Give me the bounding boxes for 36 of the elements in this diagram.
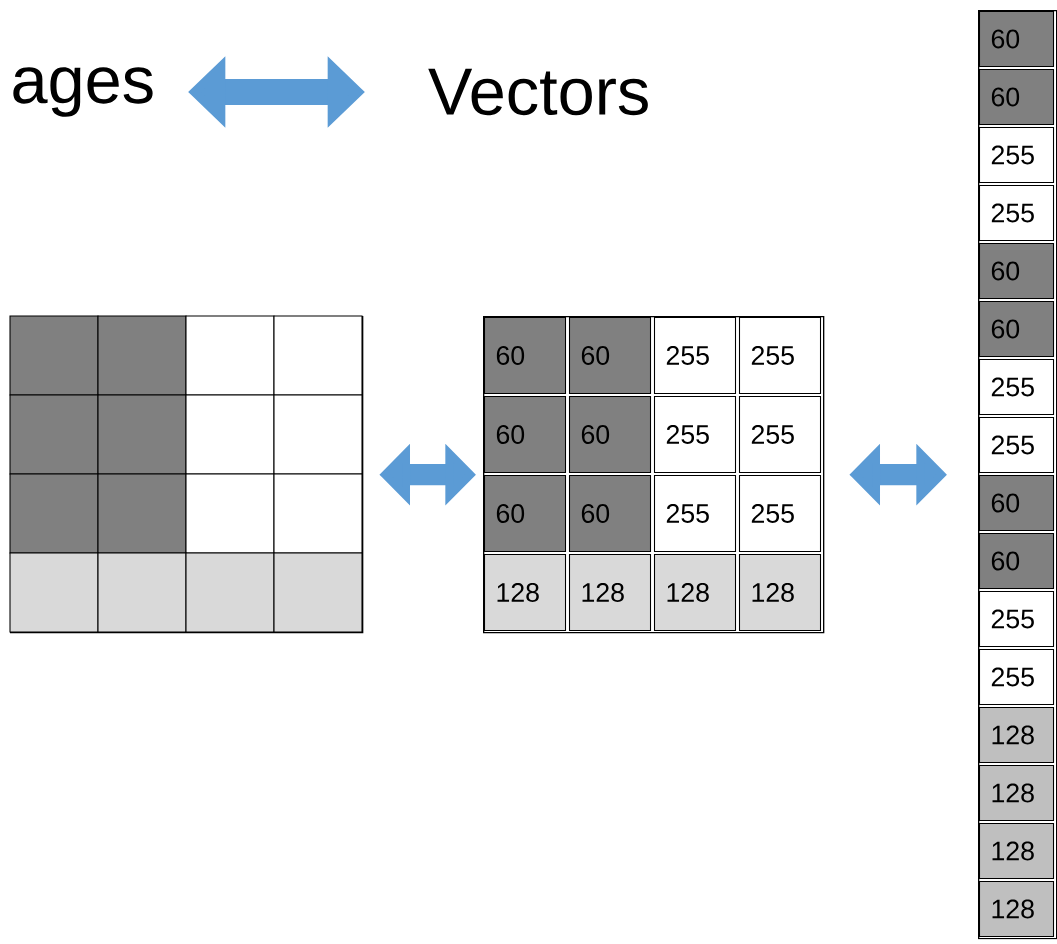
pixel-cell: 60	[483, 474, 567, 553]
pixel-cell: 60	[978, 10, 1055, 68]
pixel-cell: 255	[978, 126, 1055, 184]
pixel-cell: 128	[568, 553, 652, 632]
pixel-cell: 60	[978, 242, 1055, 300]
title-text: ages	[13, 67, 153, 117]
pixel-cell: 255	[653, 316, 737, 395]
pixel-cell: 60	[568, 395, 652, 474]
pixel-cell: 255	[978, 184, 1055, 242]
pixel-cell: 60	[568, 474, 652, 553]
pixel-grid-drawing	[9, 315, 364, 634]
title-text: Vectors	[428, 68, 648, 116]
pixel-cell: 255	[738, 395, 822, 474]
pixel-cell: 255	[738, 316, 822, 395]
pixel-cell: 128	[978, 706, 1055, 764]
pixel-cell: 128	[738, 553, 822, 632]
pixel-cell: 60	[978, 532, 1055, 590]
pixel-cell: 128	[483, 553, 567, 632]
pixel-cell: 128	[653, 553, 737, 632]
pixel-cell: 255	[978, 416, 1055, 474]
pixel-cell: 255	[653, 474, 737, 553]
pixel-cell: 255	[978, 358, 1055, 416]
pixel-cell: 60	[568, 316, 652, 395]
pixel-cell: 255	[738, 474, 822, 553]
pixel-cell: 60	[978, 68, 1055, 126]
pixel-cell: 255	[653, 395, 737, 474]
number-grid	[483, 316, 825, 634]
pixel-cell: 255	[978, 648, 1055, 706]
pixel-cell: 60	[483, 395, 567, 474]
pixel-cell: 60	[978, 300, 1055, 358]
pixel-cell: 128	[978, 822, 1055, 880]
pixel-cell: 128	[978, 764, 1055, 822]
pixel-cell: 128	[978, 880, 1055, 938]
pixel-cell: 60	[978, 474, 1055, 532]
pixel-cell: 255	[978, 590, 1055, 648]
pixel-cell: 60	[483, 316, 567, 395]
